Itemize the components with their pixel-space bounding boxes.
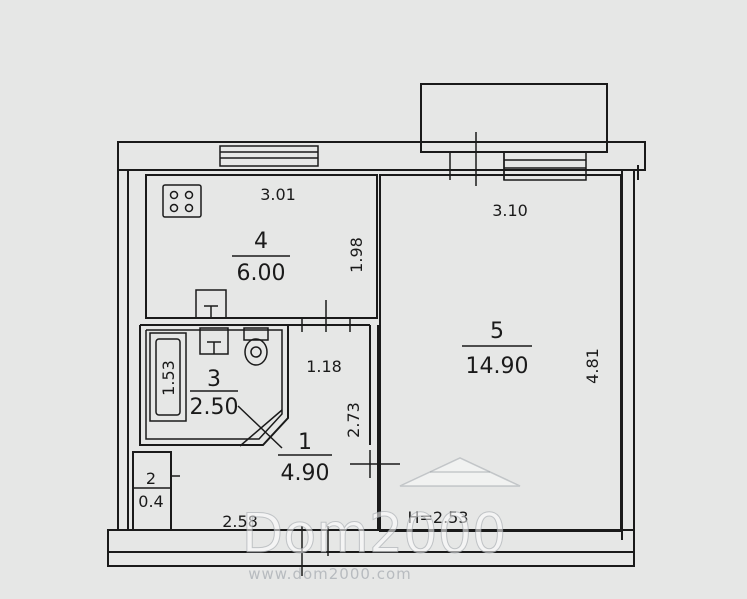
entrance-door bbox=[301, 526, 329, 576]
room-5-width-dim: 3.10 bbox=[492, 201, 528, 220]
sink-icon bbox=[195, 289, 227, 319]
room-2-area: 0.4 bbox=[138, 492, 163, 511]
toilet-icon bbox=[243, 327, 269, 366]
watermark: Dom2000 www.dom2000.com bbox=[241, 457, 521, 583]
balcony-door bbox=[449, 132, 505, 186]
room-3-inner-dim: 1.53 bbox=[159, 360, 178, 396]
room-4-label: 3.01 4 6.00 1.98 bbox=[232, 185, 366, 286]
stove-icon bbox=[162, 184, 202, 218]
watermark-url: www.dom2000.com bbox=[248, 565, 411, 583]
room-1-depth-dim: 2.73 bbox=[344, 402, 363, 438]
washbasin-icon bbox=[199, 327, 229, 355]
bathtub-icon bbox=[149, 332, 187, 422]
room-3-label: 1.53 3 2.50 bbox=[159, 360, 238, 420]
ceiling-height: H=2.53 bbox=[407, 508, 468, 527]
watermark-logo-icon bbox=[399, 457, 521, 487]
room-1-door-dim: 1.18 bbox=[306, 357, 342, 376]
room-4-area: 6.00 bbox=[237, 261, 286, 286]
room-3-area: 2.50 bbox=[190, 395, 239, 420]
room-1-label: 1.18 2.73 1 4.90 2.58 bbox=[222, 357, 363, 531]
room-5-number: 5 bbox=[490, 319, 504, 344]
room-5-area: 14.90 bbox=[466, 354, 529, 379]
room-5-living bbox=[379, 174, 622, 532]
door-kitchen bbox=[301, 300, 351, 332]
window-kitchen bbox=[219, 145, 319, 167]
room-3-bathroom bbox=[139, 324, 289, 446]
room-5-depth-dim: 4.81 bbox=[583, 348, 602, 384]
room-1-number: 1 bbox=[298, 430, 312, 455]
room-2-number: 2 bbox=[146, 469, 156, 488]
door-bathroom bbox=[237, 405, 283, 449]
room-4-kitchen bbox=[145, 174, 378, 319]
room-4-depth-dim: 1.98 bbox=[347, 237, 366, 273]
room-2-label: 2 0.4 bbox=[138, 469, 163, 511]
room-4-width-dim: 3.01 bbox=[260, 185, 296, 204]
room-1-area: 4.90 bbox=[281, 461, 330, 486]
watermark-logo-text: Dom2000 bbox=[242, 502, 507, 565]
room-1-width-dim: 2.58 bbox=[222, 512, 258, 531]
door-room-5 bbox=[350, 450, 400, 478]
room-4-number: 4 bbox=[254, 229, 268, 254]
room-3-number: 3 bbox=[207, 367, 221, 392]
room-5-label: 3.10 5 14.90 4.81 bbox=[462, 201, 602, 384]
room-2-closet bbox=[132, 451, 180, 531]
